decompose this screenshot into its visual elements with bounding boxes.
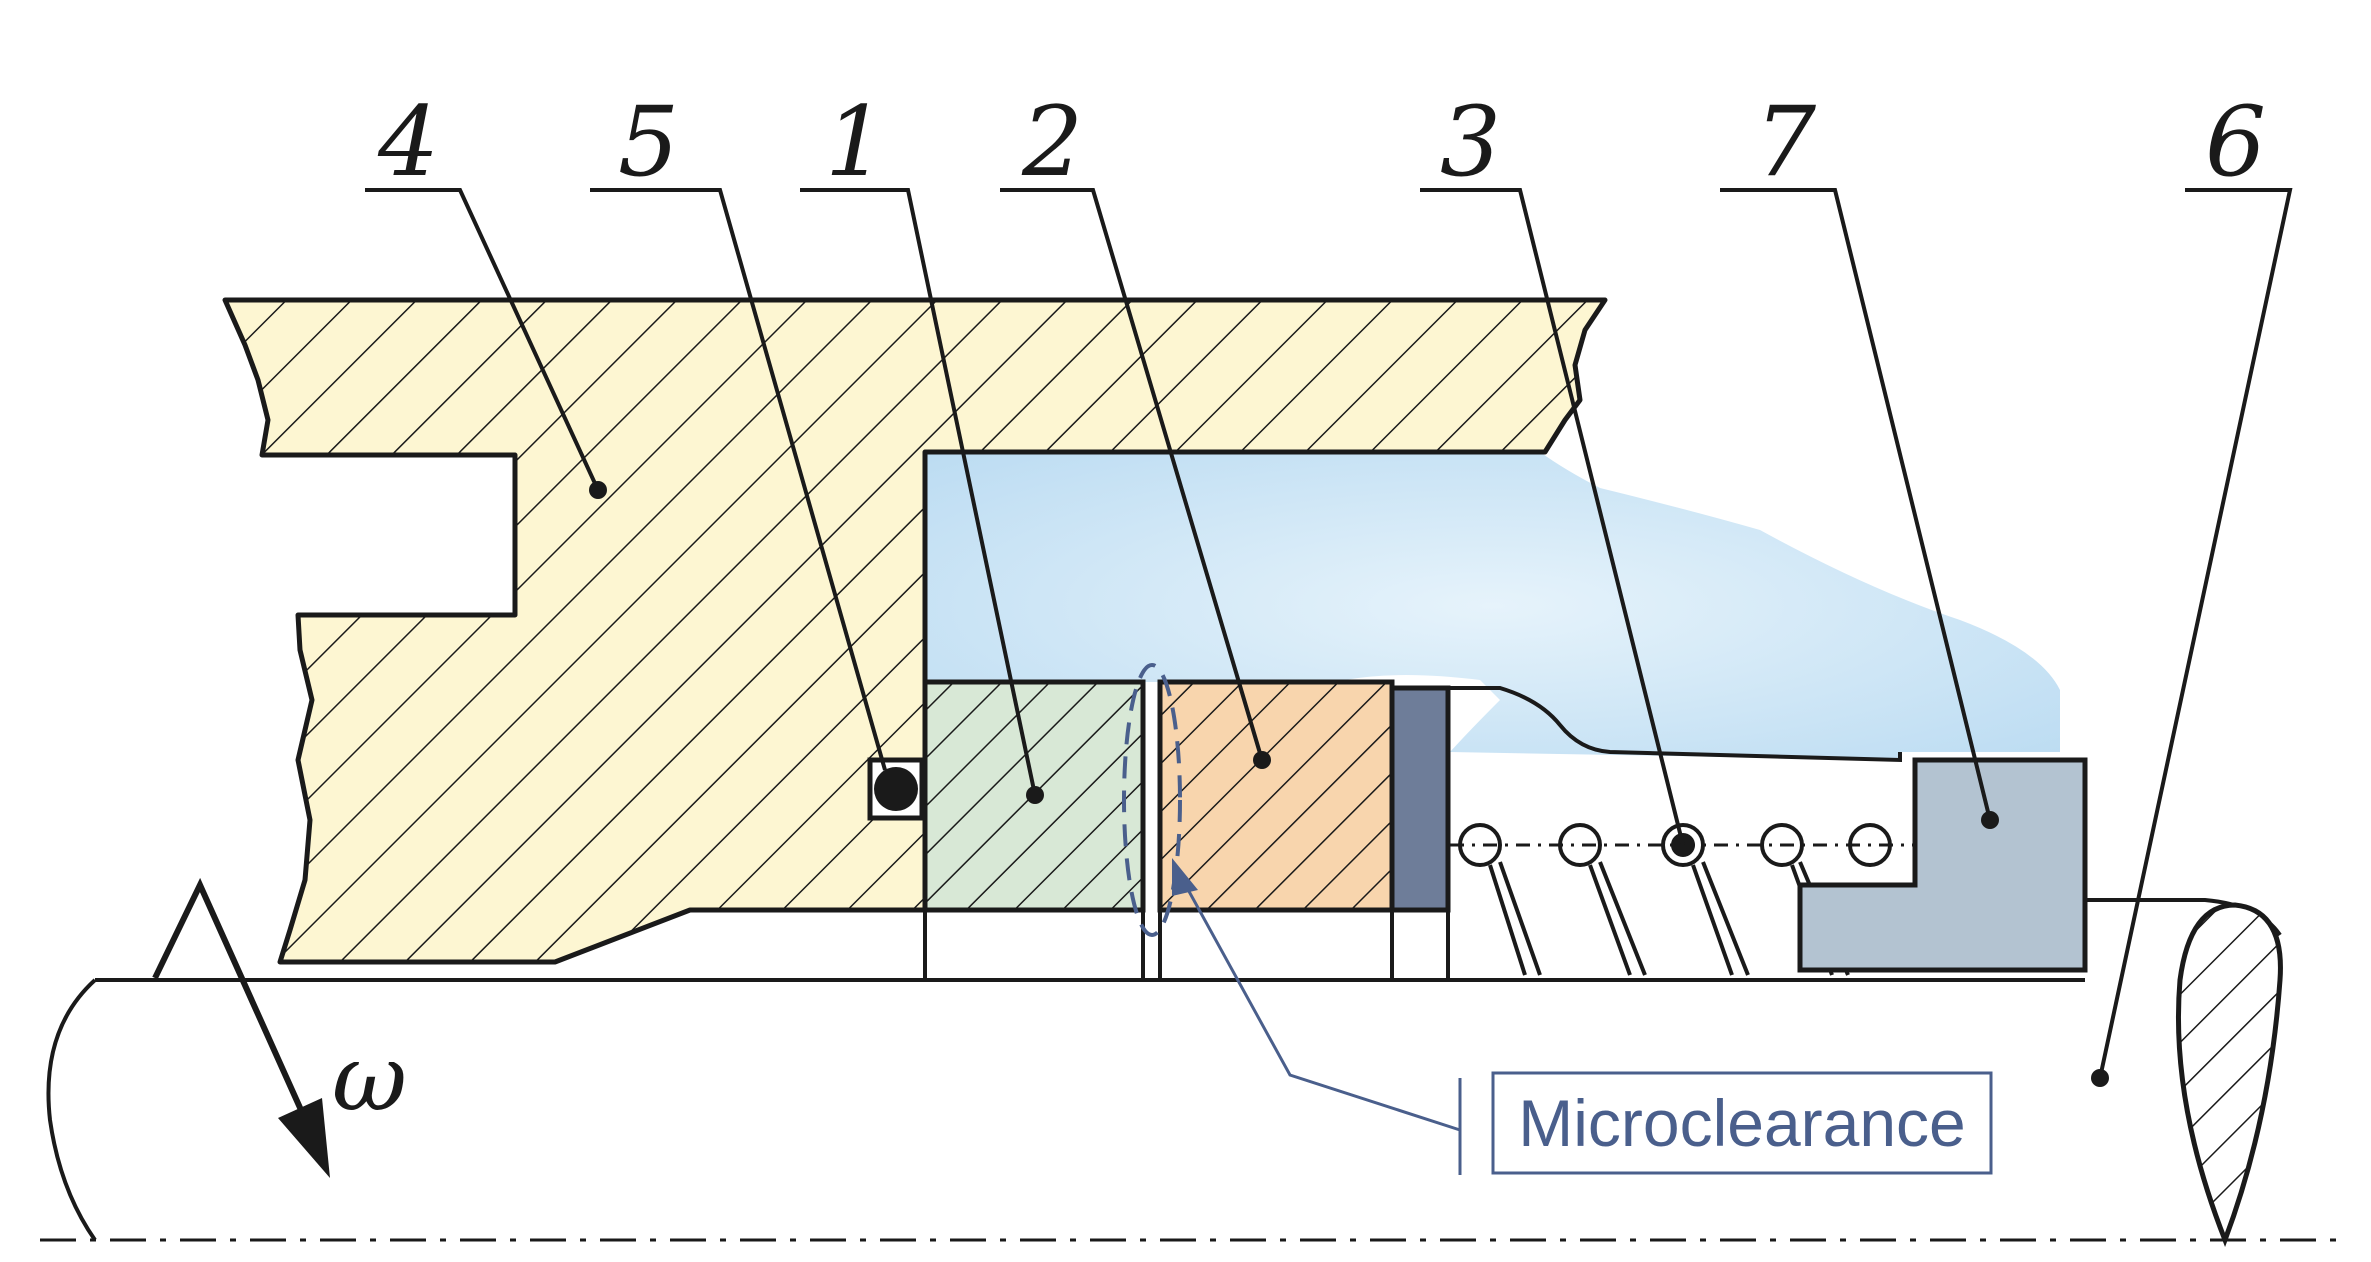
- leader-7: [1720, 188, 1992, 821]
- label-part-2: 2: [1021, 86, 1083, 198]
- spacer-plate: [1389, 685, 1451, 913]
- microclearance-arrowhead: [1172, 858, 1198, 896]
- rotation-arrowhead: [278, 1098, 330, 1178]
- housing-part-4: [222, 297, 1608, 965]
- leader-2: [1000, 188, 1264, 761]
- rotating-ring-part-2: [1157, 679, 1395, 913]
- leader-6: [2098, 188, 2293, 1079]
- rotation-symbol: ω: [332, 1025, 407, 1132]
- microclearance-label: Microclearance: [1518, 1086, 1966, 1160]
- shaft-end-section: [2175, 902, 2283, 1247]
- leader-4: [365, 188, 600, 491]
- microclearance-box: [1491, 1071, 1993, 1175]
- housing-hatch: [225, 300, 1605, 962]
- leader-lines: [365, 188, 2293, 1079]
- microclearance-leader: [1178, 874, 1461, 1132]
- leader-1: [800, 188, 1037, 796]
- microclearance-ellipse: [1122, 663, 1182, 937]
- leader-5: [590, 188, 887, 771]
- leader-3: [1420, 188, 1685, 846]
- retainer-part-7: [1797, 757, 2088, 973]
- label-part-1: 1: [825, 86, 886, 198]
- rotation-arrow: [152, 877, 313, 1132]
- label-part-4: 4: [377, 86, 439, 198]
- label-part-5: 5: [618, 86, 679, 198]
- leader-dots: [589, 481, 2109, 1087]
- fluid-region: [925, 452, 2060, 760]
- label-part-7: 7: [1755, 86, 1816, 198]
- o-ring-part-5: [874, 767, 918, 811]
- label-part-6: 6: [2205, 86, 2266, 198]
- label-part-3: 3: [1440, 86, 1501, 198]
